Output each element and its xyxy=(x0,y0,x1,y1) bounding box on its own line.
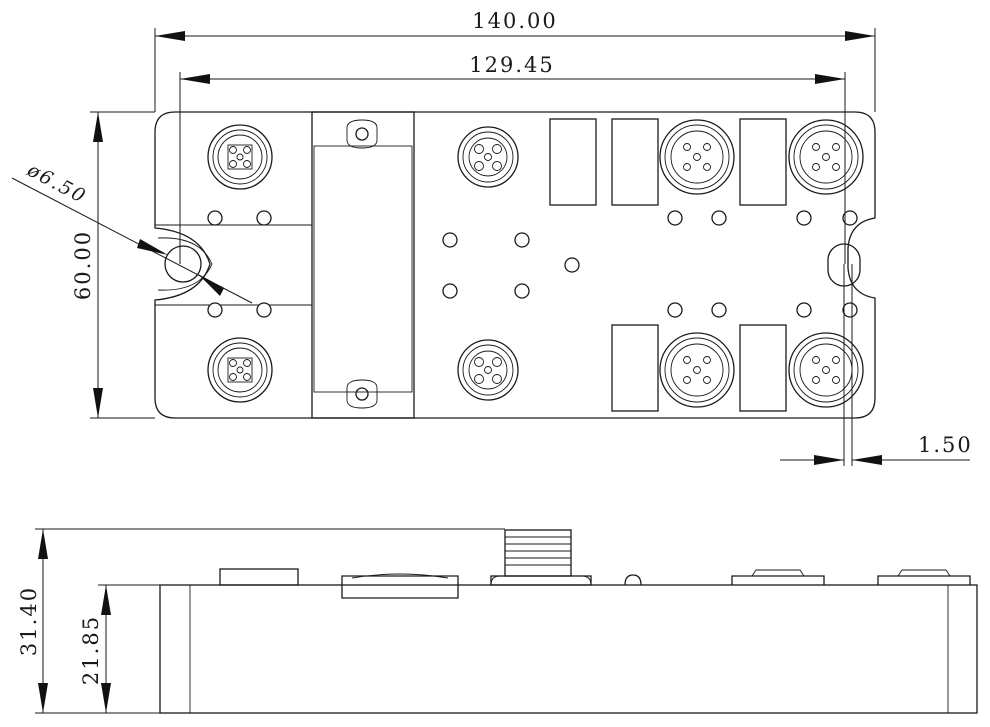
port-1 xyxy=(659,119,735,195)
body-height-text: 21.85 xyxy=(79,615,103,685)
label-window xyxy=(311,111,415,419)
side-body xyxy=(159,584,978,714)
width-text: 60.00 xyxy=(71,230,95,300)
connector-power-top xyxy=(457,126,519,188)
edge-offset-text: 1.50 xyxy=(918,433,973,457)
housing-outline xyxy=(154,111,876,419)
overall-length-text: 140.00 xyxy=(472,9,557,33)
port-3 xyxy=(659,332,735,408)
led-holes-middle xyxy=(442,232,580,299)
total-height-text: 31.40 xyxy=(17,586,41,656)
connector-power-bottom xyxy=(457,339,519,401)
side-connector xyxy=(490,529,592,586)
led-holes-right xyxy=(667,210,858,318)
connector-top-left xyxy=(207,124,273,190)
dimension-total-height: 31.40 xyxy=(17,528,505,714)
port-2 xyxy=(788,119,864,195)
dimension-hole-spacing: 129.45 xyxy=(179,53,846,264)
dimension-overall-length: 140.00 xyxy=(154,9,876,112)
dimension-edge-offset: 1.50 xyxy=(780,264,973,466)
dimension-width: 60.00 xyxy=(71,111,155,419)
left-mounting-hole xyxy=(157,237,213,291)
dimension-body-height: 21.85 xyxy=(79,584,160,713)
hole-spacing-text: 129.45 xyxy=(469,53,554,77)
dimension-hole-diameter: ø6.50 xyxy=(11,159,253,304)
side-view xyxy=(159,529,978,714)
top-view xyxy=(154,111,876,419)
connector-bottom-left xyxy=(207,337,273,403)
led-holes-left xyxy=(207,210,272,318)
label-pads xyxy=(549,118,787,412)
